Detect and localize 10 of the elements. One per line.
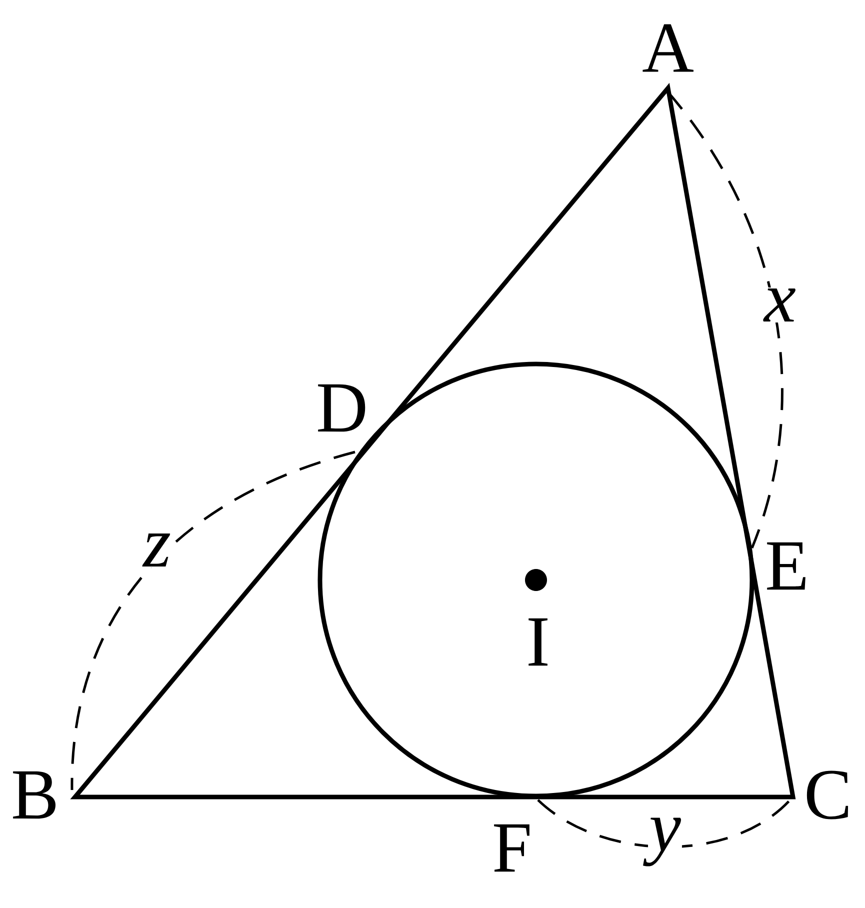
point-label: E xyxy=(764,541,810,591)
point-label: I xyxy=(525,617,551,667)
length-label: y xyxy=(643,816,682,868)
point-label: D xyxy=(315,383,369,433)
point-label: C xyxy=(802,770,853,820)
point-label: A xyxy=(641,23,695,73)
point-label: F xyxy=(490,823,534,873)
length-label: x xyxy=(763,287,797,323)
length-label: z xyxy=(142,532,172,568)
point-label: B xyxy=(10,770,60,820)
